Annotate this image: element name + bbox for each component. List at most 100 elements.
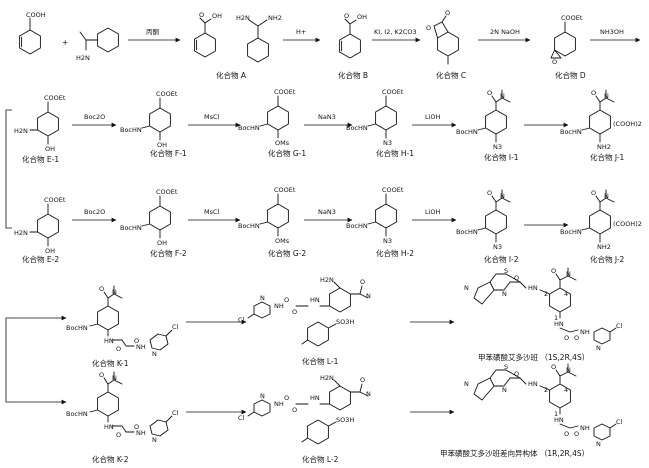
nh-label: NH	[274, 400, 284, 408]
n-label: N	[366, 390, 371, 398]
nh-label: NH	[580, 328, 590, 336]
row-2: COOEt H2N OH 化合物 E-1 Boc2O COOEt BocHN O…	[14, 88, 642, 164]
compound-f1-structure: COOEt BocHN OH	[120, 90, 178, 149]
label-compound-g2: 化合物 G-2	[268, 248, 306, 258]
methyl-n-label: N	[464, 284, 469, 292]
compound-b-structure: O OH	[339, 12, 367, 59]
tosylate-l1-structure: SO3H	[301, 318, 354, 347]
cooet-label: COOEt	[274, 88, 296, 96]
label-compound-k1: 化合物 K-1	[92, 358, 129, 368]
o-label: O	[591, 189, 596, 197]
label-compound-a: 化合物 A	[216, 70, 247, 80]
reagent-lioh-1: LiOH	[425, 113, 441, 121]
so3h-label: SO3H	[336, 318, 354, 326]
h2n-label: H2N	[14, 127, 28, 135]
n3-label: N3	[493, 243, 502, 251]
cooet-label: COOEt	[561, 14, 583, 22]
o-amide2-label: O	[564, 430, 569, 438]
label-compound-i2: 化合物 I-2	[484, 254, 519, 264]
hn-label: HN	[104, 423, 114, 431]
label-compound-l2: 化合物 L-2	[302, 454, 339, 464]
nh-label: NH	[580, 424, 590, 432]
o-label: O	[344, 12, 349, 20]
bochn-label: BocHN	[456, 128, 478, 136]
oh-label: OH	[157, 239, 167, 247]
o-amide-label: O	[292, 406, 297, 414]
reagent-mscl-1: MsCl	[204, 113, 220, 121]
pyridine-n-label: N	[596, 440, 601, 448]
hn2-label: HN	[554, 320, 564, 328]
reagent-mscl-2: MsCl	[204, 208, 220, 216]
cooet-label: COOEt	[382, 186, 404, 194]
n-label: N	[500, 192, 505, 200]
compound-a-acid-structure: O OH	[194, 11, 222, 58]
o-label: O	[551, 363, 556, 371]
bochn-label: BocHN	[66, 410, 88, 418]
compound-e2-structure: COOEt H2N OH	[14, 196, 66, 255]
o-amide2-label: O	[134, 337, 139, 345]
label-compound-i1: 化合物 I-1	[484, 152, 519, 162]
stereo-1-label: 1	[554, 314, 558, 322]
label-compound-f2: 化合物 F-2	[150, 248, 187, 258]
oms-label: OMs	[275, 237, 290, 245]
s-label: S	[504, 267, 508, 275]
pyridine-n-label: N	[152, 350, 157, 358]
o-epoxide-label: O	[552, 58, 557, 66]
label-compound-g1: 化合物 G-1	[268, 148, 306, 158]
compound-k2-structure: O N BocHN HN O O NH N Cl	[66, 371, 179, 444]
stereo-2-label: 2	[544, 290, 548, 298]
pyridine-n-label: N	[152, 436, 157, 444]
bochn-label: BocHN	[238, 222, 260, 230]
label-product-2: 甲苯磺酸艾多沙班差向异构体 （1R,2R,4S）	[440, 448, 589, 458]
hn2-label: HN	[554, 416, 564, 424]
row-3: COOEt H2N OH 化合物 E-2 Boc2O COOEt BocHN O…	[14, 186, 642, 264]
reagent-ammonia: NH3OH	[600, 28, 624, 36]
o-amide-label: O	[292, 308, 297, 316]
oxalic-acid-label: (COOH)2	[613, 120, 642, 128]
reagent-iodolactonization: KI, I2, K2CO3	[374, 28, 417, 36]
o-amide2-label: O	[284, 394, 289, 402]
compound-i2-structure: O N BocHN N3	[456, 189, 511, 251]
oh-label: OH	[45, 145, 55, 153]
stereo-4-label: 4	[564, 386, 568, 394]
product-1-structure: O N 4 2 1 HN O S N N HN O O NH N	[464, 267, 623, 352]
bochn-label: BocHN	[346, 124, 368, 132]
n-label: N	[366, 292, 371, 300]
bracket-k	[5, 317, 14, 403]
compound-c-structure: O O	[426, 9, 459, 65]
h2n-label: H2N	[236, 14, 250, 22]
o-ring-label: O	[426, 24, 431, 32]
compound-d-structure: COOEt O	[550, 14, 583, 66]
o-amide-label: O	[514, 370, 519, 378]
row-4: O N BocHN HN O O NH N Cl 化合物 K-1 H2N	[66, 267, 623, 368]
n-label: N	[112, 374, 117, 382]
cyclohexene-acid-structure: COOH	[19, 11, 46, 55]
bochn-label: BocHN	[560, 228, 582, 236]
reagent-boc-1: Boc2O	[84, 113, 105, 121]
h2n-label: H2N	[320, 374, 334, 382]
n-label: N	[566, 366, 571, 374]
thiazole-n-label: N	[502, 386, 507, 394]
label-compound-h1: 化合物 H-1	[376, 148, 414, 158]
n-label: N	[604, 92, 609, 100]
nh2-label: NH2	[597, 243, 611, 251]
o-label: O	[199, 11, 204, 19]
cl-label: Cl	[238, 316, 245, 324]
o-label: O	[487, 89, 492, 97]
product-2-structure: O N 4 2 1 HN O S N N HN O O NH N Cl	[464, 363, 623, 448]
reagent-nan3-1: NaN3	[318, 113, 336, 121]
thiazole-n-label: N	[502, 290, 507, 298]
row-5: O N BocHN HN O O NH N Cl 化合物 K-2 H2N	[66, 363, 623, 464]
n-label: N	[112, 288, 117, 296]
o-amide3-label: O	[574, 430, 579, 438]
compound-k1-structure: O N BocHN HN O O NH N Cl	[66, 285, 179, 358]
nh-label: NH	[136, 429, 146, 437]
plus-sign: +	[62, 38, 68, 47]
hn-label: HN	[310, 296, 320, 304]
oh-label: OH	[45, 247, 55, 255]
label-compound-c: 化合物 C	[436, 70, 466, 80]
o-amide-label: O	[116, 345, 121, 353]
cooet-label: COOEt	[274, 186, 296, 194]
o-label: O	[99, 371, 104, 379]
